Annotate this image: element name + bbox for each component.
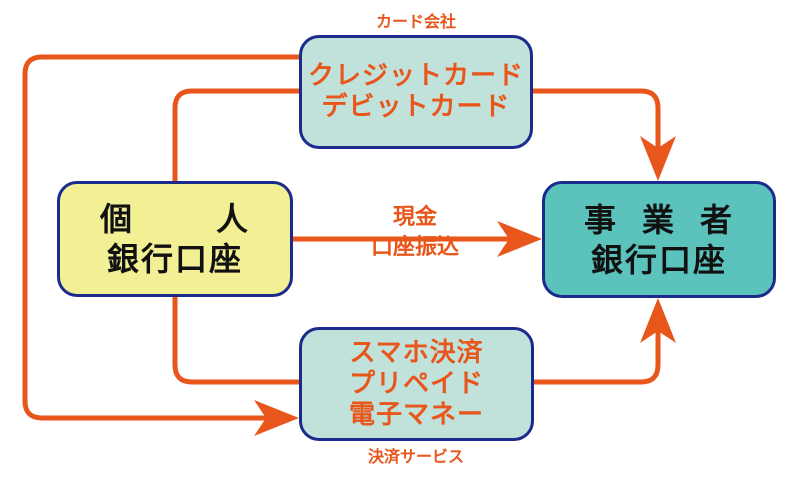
- payment-service-caption: 決済サービス: [367, 447, 464, 466]
- direct-arrowhead: [497, 221, 542, 257]
- card-line-credit: クレジットカード: [307, 61, 524, 91]
- card-company-caption: カード会社: [375, 12, 456, 31]
- card-to-business-arrowhead: [640, 136, 676, 181]
- individual-title-char: 個: [100, 200, 135, 238]
- individual-to-payment-line: [172, 297, 299, 385]
- individual-title: 個 人: [100, 199, 250, 239]
- card-box: クレジットカード デビットカード: [299, 35, 533, 149]
- direct-edge-label: 現金 口座振込: [360, 203, 470, 263]
- payment-line-smartphone: スマホ決済: [349, 337, 484, 368]
- individual-subtitle: 銀行口座: [106, 240, 243, 278]
- card-line-debit: デビットカード: [321, 92, 511, 122]
- payment-to-business-arrowhead: [640, 298, 676, 343]
- payment-service-box: スマホ決済 プリペイド 電子マネー: [299, 327, 534, 441]
- direct-label-transfer: 口座振込: [370, 235, 459, 260]
- individual-to-card-line: [172, 88, 299, 181]
- business-account-box: 事 業 者 銀行口座: [542, 181, 776, 298]
- business-title-char: 事: [584, 200, 619, 239]
- payment-to-business-line: [534, 328, 661, 385]
- business-title: 事 業 者: [584, 200, 734, 240]
- business-title-char: 者: [699, 200, 734, 239]
- individual-title-char: 人: [215, 200, 250, 238]
- business-subtitle: 銀行口座: [590, 240, 727, 279]
- outer-loop-line: [22, 54, 299, 421]
- card-to-business-line: [533, 88, 661, 150]
- payment-line-emoney: 電子マネー: [348, 399, 484, 430]
- business-title-char: 業: [641, 200, 676, 239]
- outer-loop-arrowhead: [254, 400, 299, 436]
- payment-line-prepaid: プリペイド: [348, 368, 484, 399]
- individual-account-box: 個 人 銀行口座: [57, 181, 293, 297]
- direct-label-cash: 現金: [392, 205, 437, 230]
